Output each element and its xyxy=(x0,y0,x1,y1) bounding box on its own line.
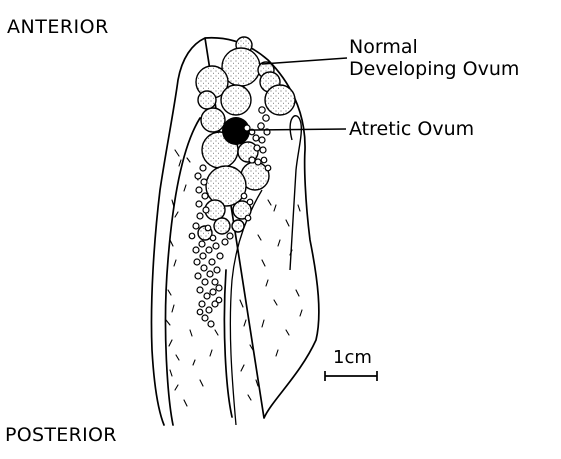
ovum xyxy=(265,85,295,115)
ovum xyxy=(201,108,225,132)
ovum xyxy=(214,218,230,234)
normal-ovum-label-line1: Normal xyxy=(349,36,519,58)
scale-bar-label: 1cm xyxy=(333,347,372,369)
normal-ovum-label: Normal Developing Ovum xyxy=(349,36,519,80)
posterior-label: POSTERIOR xyxy=(5,424,117,446)
scale-bar xyxy=(325,371,377,381)
anterior-label: ANTERIOR xyxy=(7,16,109,38)
ovum xyxy=(232,220,244,232)
atretic-ovum-leader xyxy=(250,129,346,130)
inner-fold-right xyxy=(290,116,301,270)
normal-ovum-label-line2: Developing Ovum xyxy=(349,58,519,80)
ovum xyxy=(221,85,251,115)
ovum xyxy=(198,91,216,109)
normal-ovum-leader xyxy=(262,58,347,64)
atretic-ovum-label: Atretic Ovum xyxy=(349,118,474,140)
